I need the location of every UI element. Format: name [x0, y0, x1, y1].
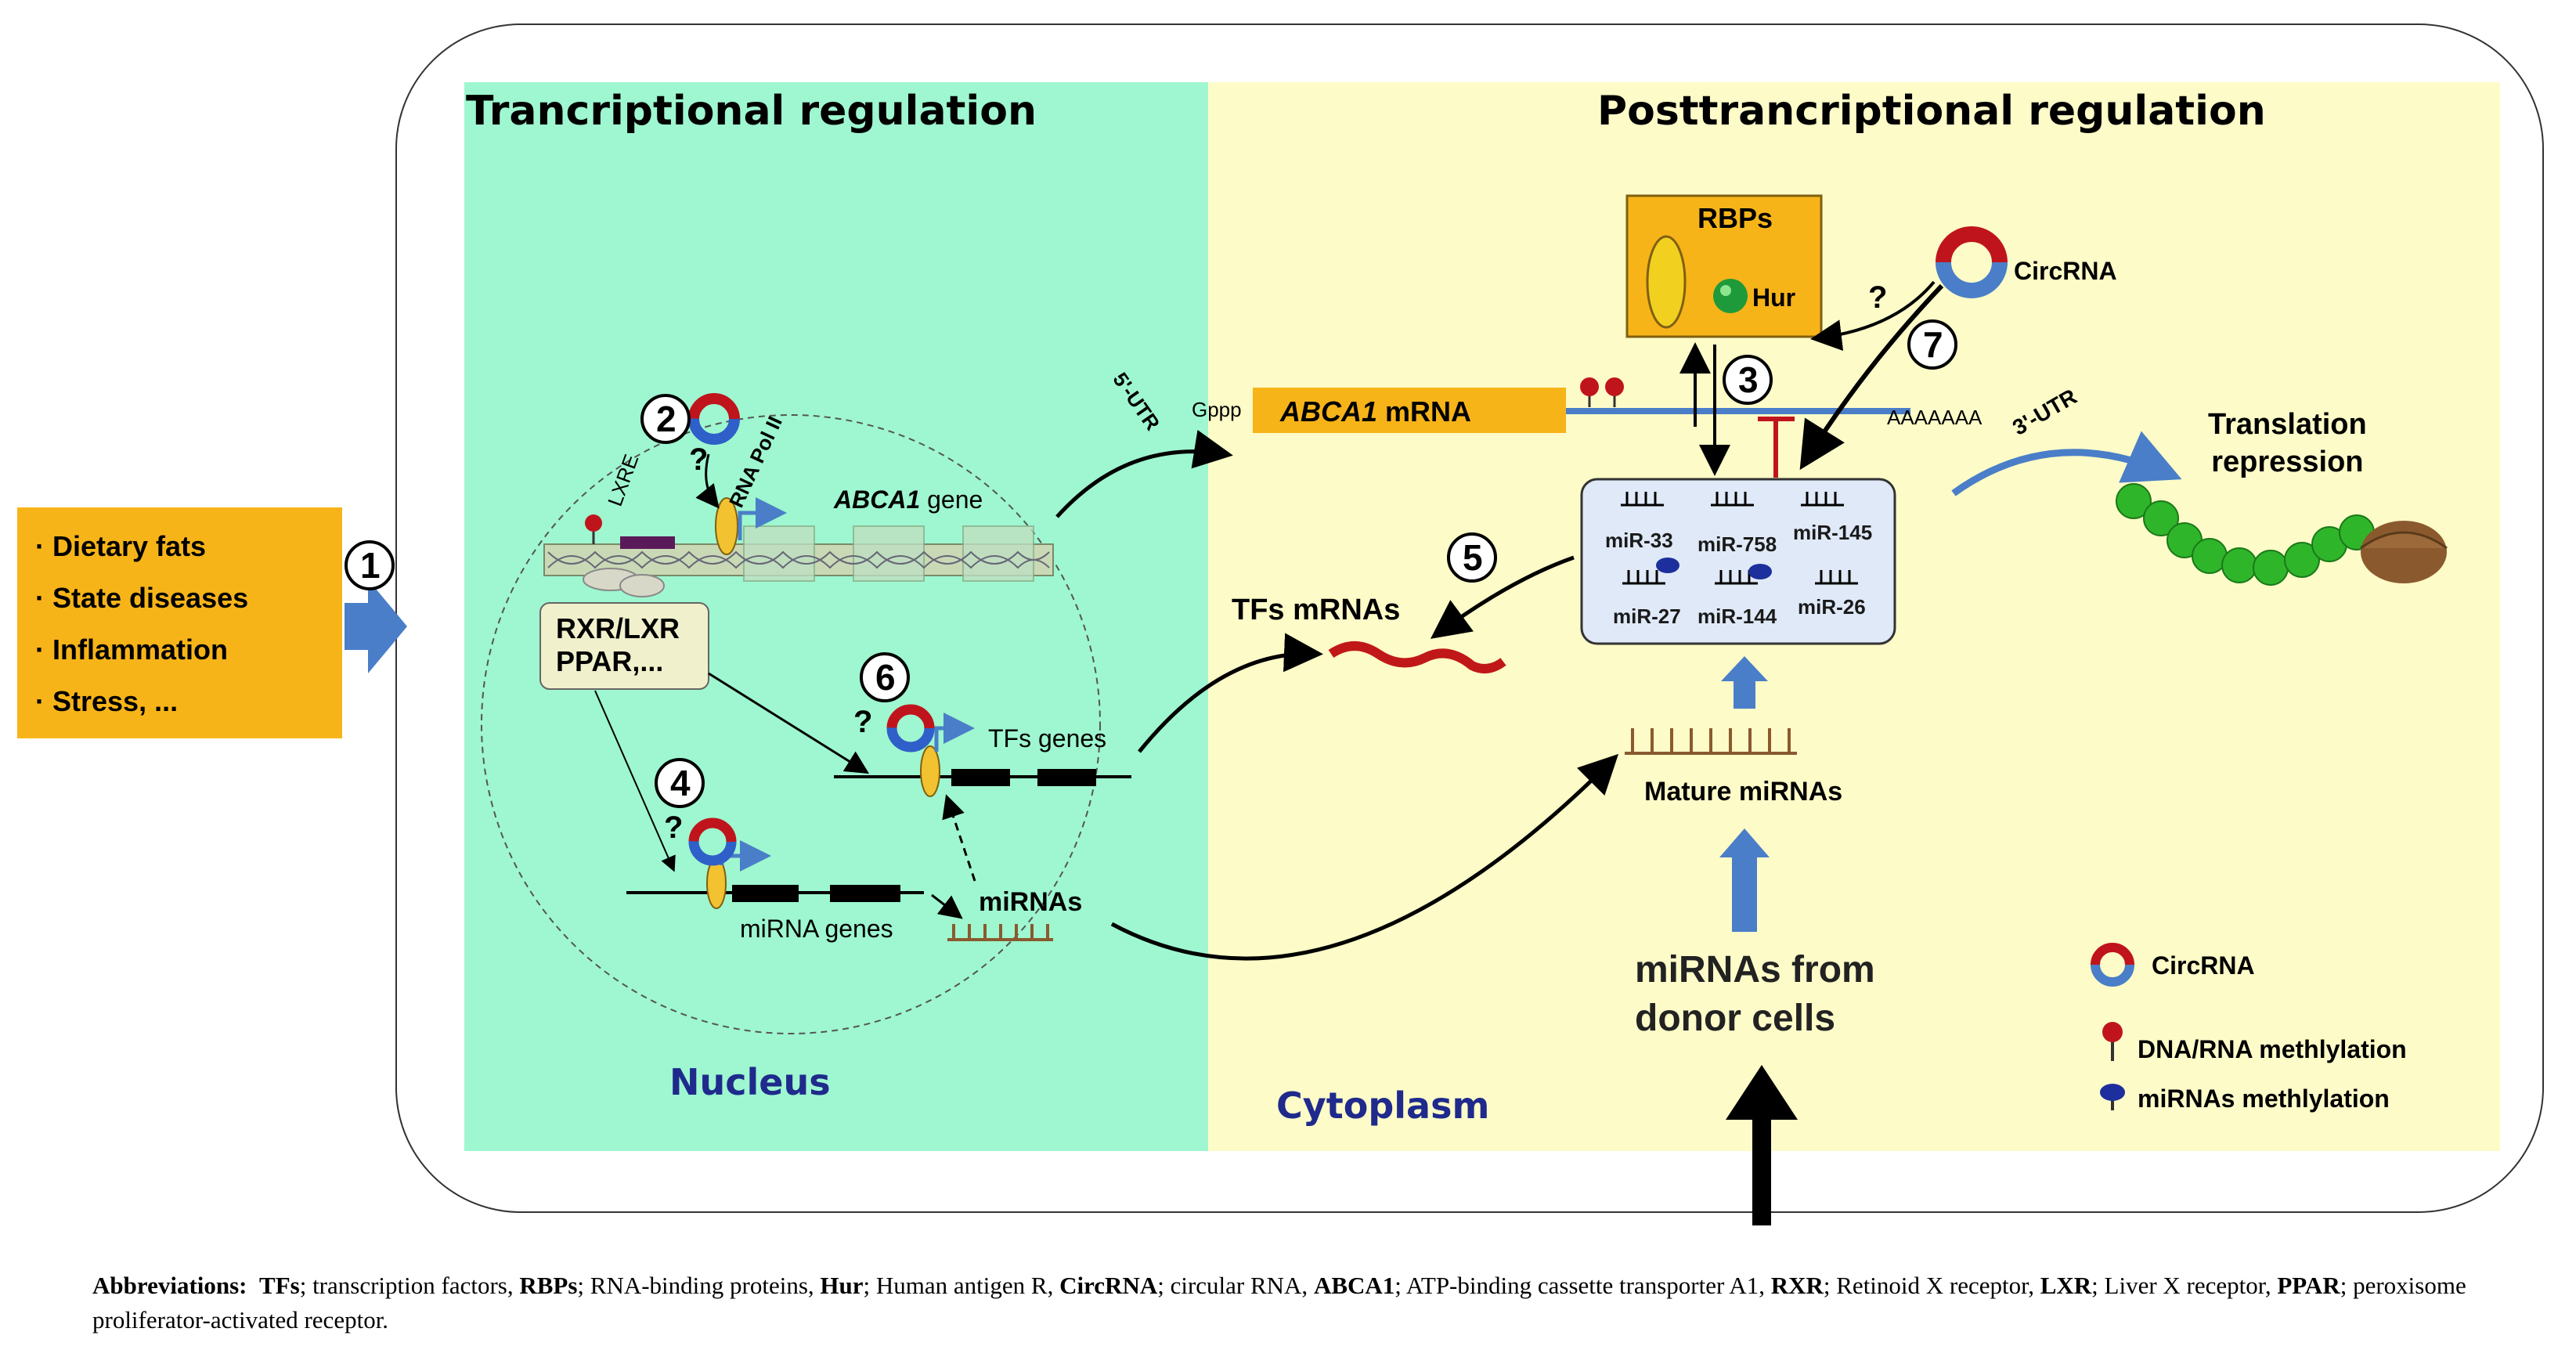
- step-3: 3: [1738, 359, 1759, 400]
- tfs-mrnas-label: TFs mRNAs: [1232, 594, 1401, 626]
- abbrev-term: TFs: [259, 1272, 300, 1299]
- abbrev-term: ABCA1: [1313, 1272, 1395, 1299]
- hur-label: Hur: [1752, 283, 1796, 312]
- mir-758: miR-758: [1697, 532, 1777, 556]
- abbrev-def: ; ATP-binding cassette transporter A1,: [1394, 1272, 1771, 1299]
- mir-33: miR-33: [1605, 529, 1673, 552]
- abbrev-term: LXR: [2040, 1272, 2092, 1299]
- step-6: 6: [875, 657, 896, 698]
- legend-dna-methyl-label: DNA/RNA methlylation: [2138, 1035, 2407, 1063]
- polya-label: AAAAAAA: [1887, 406, 1983, 429]
- abca1-gene-suffix: gene: [920, 485, 983, 514]
- mir-26: miR-26: [1798, 595, 1866, 619]
- mature-mirnas-label: Mature miRNAs: [1644, 777, 1843, 807]
- rxr-line2: PPAR,...: [556, 645, 664, 677]
- translation-line2: repression: [2211, 446, 2364, 478]
- abca1-gene-name: ABCA1: [834, 485, 921, 514]
- factor-arrow: [345, 579, 407, 673]
- mir-144: miR-144: [1697, 605, 1777, 628]
- circrna-top-label: CircRNA: [2014, 257, 2117, 285]
- translation-label: Translation repression: [2208, 406, 2367, 481]
- abbrev-def: ; peroxisome proliferator-activated rece…: [92, 1272, 2466, 1334]
- question-step4: ?: [664, 810, 684, 845]
- rxr-line1: RXR/LXR: [556, 612, 680, 644]
- abca1-mrna-suffix: mRNA: [1377, 395, 1472, 428]
- ribosome: [2361, 521, 2447, 583]
- nuclear-mirnas-label: miRNAs: [979, 887, 1083, 917]
- legend-mirna-methyl-label: miRNAs methlylation: [2138, 1085, 2390, 1113]
- factor-item: · Inflammation: [35, 633, 229, 666]
- mir-27: miR-27: [1613, 605, 1681, 628]
- legend-circrna-icon: [2091, 943, 2134, 987]
- circrna-step4: [688, 817, 737, 866]
- question-step2: ?: [689, 442, 709, 477]
- donor-arrow: [1726, 1065, 1798, 1225]
- tfs-genes-label: TFs genes: [988, 724, 1107, 752]
- nucleus-boundary: [481, 414, 1101, 1034]
- step-5: 5: [1463, 537, 1483, 578]
- mirna-genes-label: miRNA genes: [740, 915, 893, 943]
- legend-mirna-methyl-icon: [2100, 1084, 2125, 1101]
- abca1-mrna-box: [1253, 388, 1566, 433]
- factor-item: · Stress, ...: [35, 685, 179, 717]
- abca1-mrna-name: ABCA1: [1280, 395, 1378, 428]
- step-2: 2: [656, 399, 676, 439]
- abbrev-def: ; Liver X receptor,: [2091, 1272, 2278, 1299]
- legend-dna-methyl-icon: [2102, 1022, 2123, 1042]
- mir-145: miR-145: [1793, 521, 1873, 544]
- abca1-mrna-label: ABCA1 mRNA: [1280, 395, 1471, 428]
- abbrev-def: ; circular RNA,: [1157, 1272, 1314, 1299]
- mirna-box: [1580, 478, 1896, 645]
- donor-label: miRNAs from donor cells: [1635, 946, 1875, 1043]
- step-7: 7: [1923, 324, 1943, 365]
- translation-line1: Translation: [2208, 408, 2367, 441]
- question-step7: ?: [1868, 280, 1888, 315]
- abbrev-def: ; transcription factors,: [299, 1272, 520, 1299]
- step-4: 4: [670, 763, 691, 803]
- nuclear-mirna-comb: [947, 924, 1053, 941]
- factor-item: · State diseases: [35, 582, 249, 614]
- donor-line2: donor cells: [1635, 998, 1836, 1039]
- posttranscriptional-title: Posttrancriptional regulation: [1597, 88, 2266, 135]
- abbreviations: Abbreviations: TFs; transcription factor…: [92, 1269, 2520, 1337]
- abca1-gene-label: ABCA1 gene: [834, 485, 983, 514]
- abbrev-def: ; RNA-binding proteins,: [577, 1272, 821, 1299]
- abbrev-heading: Abbreviations:: [92, 1272, 247, 1299]
- abbrev-def: ; Human antigen R,: [863, 1272, 1060, 1299]
- step-circles: [345, 319, 1957, 808]
- donor-line1: miRNAs from: [1635, 949, 1875, 991]
- step-1: 1: [360, 545, 381, 586]
- legend-circrna-label: CircRNA: [2152, 951, 2255, 980]
- circrna-step2: [688, 393, 740, 445]
- rbps-label: RBPs: [1697, 202, 1773, 234]
- polypeptide-chain: [2116, 483, 2375, 586]
- rxr-box: [539, 602, 709, 690]
- question-step6: ?: [853, 705, 873, 739]
- abbrev-def: ; Retinoid X receptor,: [1823, 1272, 2040, 1299]
- abbrev-term: RBPs: [519, 1272, 578, 1299]
- abbrev-term: Hur: [820, 1272, 864, 1299]
- abbrev-term: RXR: [1770, 1272, 1824, 1299]
- factor-list: · Dietary fats · State diseases · Inflam…: [35, 521, 248, 727]
- rxr-text: RXR/LXR PPAR,...: [556, 612, 680, 678]
- factor-box: [17, 507, 342, 738]
- abbrev-term: PPAR: [2277, 1272, 2340, 1299]
- circrna-step6: [886, 704, 935, 752]
- cytoplasm-label: Cytoplasm: [1276, 1085, 1490, 1127]
- nucleus-label: Nucleus: [669, 1061, 831, 1103]
- circrna-top: [1936, 226, 2008, 298]
- gppp-label: Gppp: [1192, 398, 1242, 421]
- abca1-dna: [543, 525, 1054, 582]
- abbrev-term: CircRNA: [1059, 1272, 1158, 1299]
- mature-mirna-comb: [1625, 728, 1797, 755]
- transcriptional-title: Trancriptional regulation: [466, 88, 1037, 135]
- factor-item: · Dietary fats: [35, 530, 207, 562]
